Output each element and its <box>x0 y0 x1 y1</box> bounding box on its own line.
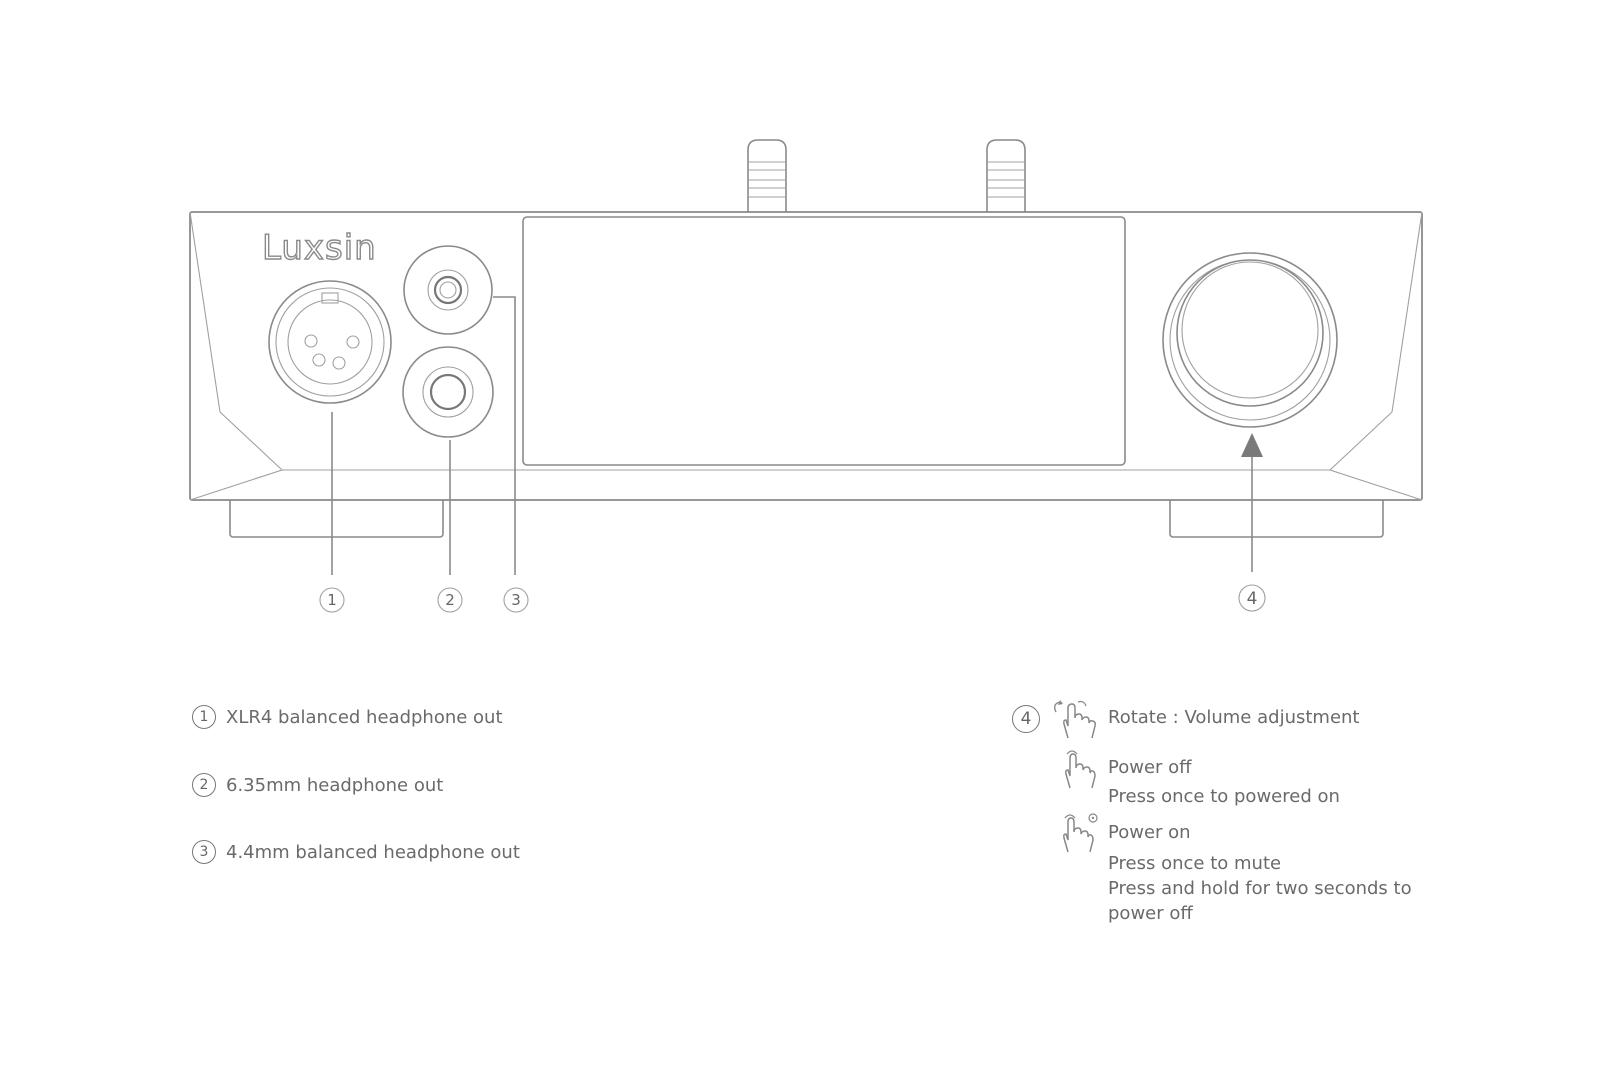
jack-6-35mm <box>402 346 494 438</box>
legend-number-4: 4 <box>1012 705 1040 733</box>
legend-item-4-4mm: 3 4.4mm balanced headphone out <box>192 840 520 864</box>
display-window <box>522 216 1126 466</box>
legend-label: 6.35mm headphone out <box>226 774 444 796</box>
power-on-line-1: Press once to mute <box>1108 853 1282 874</box>
power-off-title: Power off <box>1108 757 1192 778</box>
brand-logo: Luxsin <box>262 228 377 268</box>
legend-number: 3 <box>192 840 216 864</box>
svg-text:1: 1 <box>327 591 337 609</box>
antenna-right <box>986 139 1026 212</box>
callout-4: 4 <box>1238 584 1266 612</box>
svg-text:2: 2 <box>445 591 455 609</box>
legend-item-xlr4: 1 XLR4 balanced headphone out <box>192 705 503 729</box>
legend-item-6-35mm: 2 6.35mm headphone out <box>192 773 443 797</box>
foot-right <box>1169 496 1384 538</box>
rotate-hand-icon <box>1053 700 1096 739</box>
jack-4-4mm <box>403 245 493 335</box>
svg-text:4: 4 <box>1247 589 1258 609</box>
svg-text:3: 3 <box>511 591 521 609</box>
power-on-title: Power on <box>1108 822 1191 843</box>
leader-line-3 <box>493 296 516 575</box>
callout-2: 2 <box>437 587 463 613</box>
antenna-left <box>747 139 787 212</box>
tap-hand-active-icon <box>1063 813 1098 853</box>
chassis <box>189 211 1423 501</box>
tap-hand-icon <box>1065 750 1096 789</box>
callout-3: 3 <box>503 587 529 613</box>
foot-left <box>229 496 444 538</box>
volume-knob <box>1162 252 1338 428</box>
power-on-line-2: Press and hold for two seconds to <box>1108 878 1412 899</box>
callout-1: 1 <box>319 587 345 613</box>
power-on-line-3: power off <box>1108 903 1193 924</box>
rotate-label: Rotate : Volume adjustment <box>1108 707 1360 728</box>
legend-label: XLR4 balanced headphone out <box>226 706 503 728</box>
legend-number: 1 <box>192 705 216 729</box>
legend-label: 4.4mm balanced headphone out <box>226 841 520 863</box>
power-off-line: Press once to powered on <box>1108 786 1340 807</box>
xlr4-connector <box>268 280 392 404</box>
leader-arrow-4 <box>1241 433 1263 457</box>
legend-number: 2 <box>192 773 216 797</box>
